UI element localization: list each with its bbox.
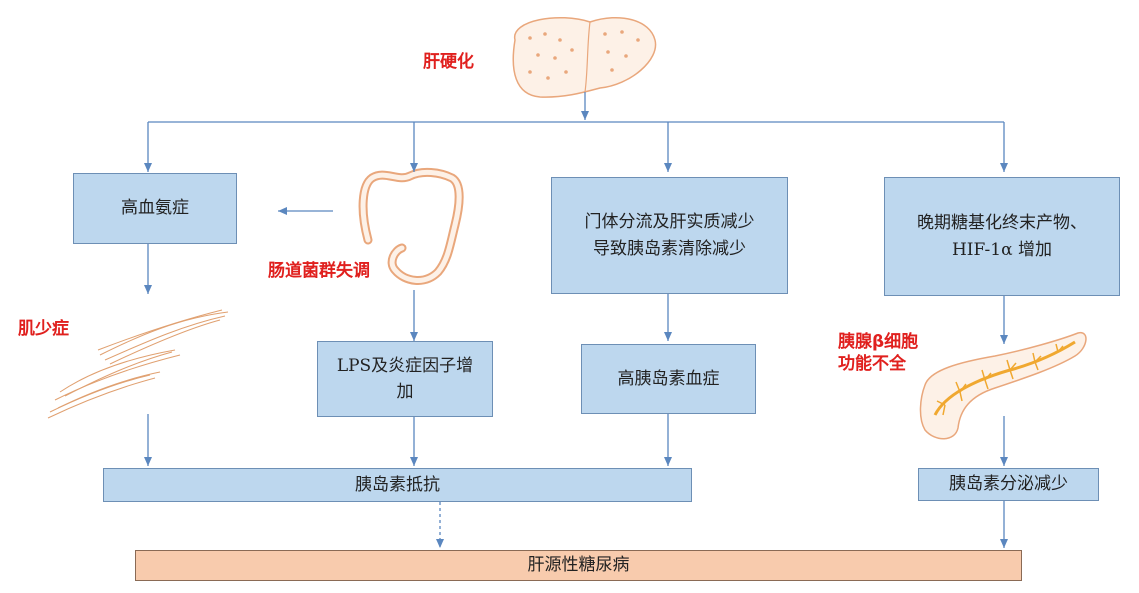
box-age-hif-line1: 晚期糖基化终末产物、 <box>917 213 1087 234</box>
box-hyperammonemia: 高血氨症 <box>73 173 237 244</box>
box-hyperinsulinemia: 高胰岛素血症 <box>581 344 756 414</box>
box-hyperinsulinemia-text: 高胰岛素血症 <box>617 368 720 389</box>
label-dysbiosis: 肠道菌群失调 <box>268 261 370 281</box>
connectors <box>144 92 1008 548</box>
liver-icon <box>512 16 657 98</box>
muscle-icon <box>47 309 229 419</box>
box-hepatogenous-diabetes-text: 肝源性糖尿病 <box>527 555 630 576</box>
box-age-hif: 晚期糖基化终末产物、 HIF-1α 增加 <box>884 177 1120 296</box>
box-portal-shunt-line1: 门体分流及肝实质减少 <box>584 212 755 233</box>
box-lps: LPS及炎症因子增 加 <box>317 341 493 417</box>
box-lps-line2: 加 <box>396 382 414 402</box>
box-insulin-resistance-text: 胰岛素抵抗 <box>355 474 440 495</box>
label-cirrhosis: 肝硬化 <box>423 52 474 72</box>
box-age-hif-line2: HIF-1α 增加 <box>951 239 1053 260</box>
box-hyperammonemia-text: 高血氨症 <box>121 198 189 219</box>
intestine-icon <box>358 167 464 285</box>
label-beta-cell-line2: 功能不全 <box>838 354 906 375</box>
box-insulin-secretion-decrease: 胰岛素分泌减少 <box>918 468 1099 501</box>
box-hepatogenous-diabetes: 肝源性糖尿病 <box>135 550 1022 581</box>
label-sarcopenia: 肌少症 <box>18 319 69 339</box>
box-insulin-resistance: 胰岛素抵抗 <box>103 468 692 502</box>
box-lps-line1: LPS及炎症因子增 <box>336 355 474 376</box>
box-portal-shunt-line2: 导致胰岛素清除减少 <box>593 238 746 259</box>
label-beta-cell-line1: 胰腺β细胞 <box>838 332 919 352</box>
box-insulin-secretion-decrease-text: 胰岛素分泌减少 <box>949 474 1068 495</box>
pancreas-icon <box>919 332 1087 440</box>
label-beta-cell: 胰腺β细胞 功能不全 <box>838 331 918 375</box>
box-portal-shunt: 门体分流及肝实质减少 导致胰岛素清除减少 <box>551 177 788 294</box>
